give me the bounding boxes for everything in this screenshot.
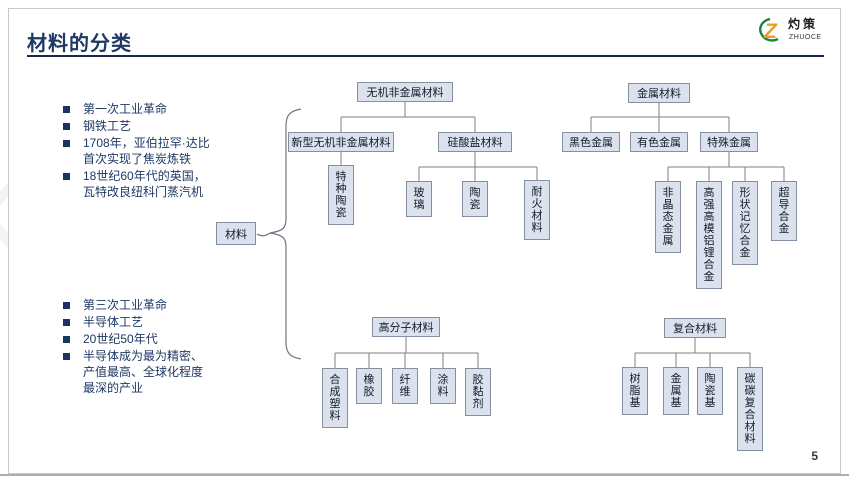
- node-material-root: 材料: [216, 222, 256, 245]
- node-composite-materials: 复合材料: [664, 318, 726, 338]
- logo-z-icon: Z 灼策 ZHUOCE: [759, 16, 822, 43]
- node-superconducting-alloy: 超导合金: [771, 181, 797, 241]
- node-metal-materials: 金属材料: [628, 83, 690, 103]
- node-synthetic-plastic: 合成塑料: [322, 368, 348, 428]
- bullet-square-icon: [63, 140, 70, 147]
- list-item: 半导体成为最为精密、产值最高、全球化程度最深的产业: [63, 348, 213, 396]
- list-item: 半导体工艺: [63, 314, 213, 330]
- node-new-inorganic: 新型无机非金属材料: [288, 132, 394, 152]
- node-fiber: 纤维: [392, 368, 418, 404]
- node-adhesive: 胶黏剂: [465, 368, 491, 416]
- node-glass: 玻璃: [406, 181, 432, 217]
- node-polymer-materials: 高分子材料: [372, 317, 440, 337]
- node-carbon-carbon-composite: 碳碳复合材料: [737, 367, 763, 451]
- node-ceramic-matrix: 陶瓷基: [697, 367, 723, 415]
- list-item: 第一次工业革命: [63, 101, 213, 117]
- node-coating: 涂料: [430, 368, 456, 404]
- node-nonferrous-metal: 有色金属: [630, 132, 688, 152]
- node-ferrous-metal: 黑色金属: [562, 132, 620, 152]
- page-number: 5: [811, 449, 818, 463]
- node-inorganic-nonmetal: 无机非金属材料: [357, 82, 453, 102]
- page-title: 材料的分类: [27, 33, 132, 55]
- list-item: 1708年，亚伯拉罕·达比首次实现了焦炭炼铁: [63, 135, 213, 167]
- bullet-square-icon: [63, 353, 70, 360]
- bullet-square-icon: [63, 336, 70, 343]
- logo-cn-text: 灼策: [788, 16, 818, 31]
- node-silicate: 硅酸盐材料: [438, 132, 512, 152]
- node-al-li-alloy: 高强高模铝锂合金: [696, 181, 722, 289]
- company-logo: Z 灼策 ZHUOCE: [756, 13, 828, 49]
- bullet-square-icon: [63, 106, 70, 113]
- node-amorphous-metal: 非晶态金属: [655, 181, 681, 253]
- bullet-square-icon: [63, 123, 70, 130]
- node-ceramics: 陶瓷: [462, 181, 488, 217]
- list-item: 第三次工业革命: [63, 297, 213, 313]
- node-refractory: 耐火材料: [524, 180, 550, 240]
- bullet-square-icon: [63, 173, 70, 180]
- node-rubber: 橡胶: [356, 368, 382, 404]
- node-special-ceramics: 特种陶瓷: [328, 165, 354, 225]
- node-resin-matrix: 树脂基: [622, 367, 648, 415]
- node-metal-matrix: 金属基: [663, 367, 689, 415]
- slide: 材料的分类 Z 灼策 ZHUOCE 第一次工业革命 钢铁工艺 1708年，亚伯拉…: [8, 8, 841, 474]
- list-item: 20世纪50年代: [63, 331, 213, 347]
- svg-text:Z: Z: [763, 20, 778, 43]
- list-item: 18世纪60年代的英国，瓦特改良纽科门蒸汽机: [63, 168, 213, 200]
- bullet-square-icon: [63, 319, 70, 326]
- slide-bottom-edge: [0, 474, 849, 476]
- list-item: 钢铁工艺: [63, 118, 213, 134]
- bullet-list-top: 第一次工业革命 钢铁工艺 1708年，亚伯拉罕·达比首次实现了焦炭炼铁 18世纪…: [63, 101, 213, 201]
- node-special-metal: 特殊金属: [700, 132, 758, 152]
- bullet-list-bottom: 第三次工业革命 半导体工艺 20世纪50年代 半导体成为最为精密、产值最高、全球…: [63, 297, 213, 397]
- logo-en-text: ZHUOCE: [789, 34, 822, 41]
- title-divider: [27, 55, 824, 57]
- node-shape-memory-alloy: 形状记忆合金: [732, 181, 758, 265]
- bullet-square-icon: [63, 302, 70, 309]
